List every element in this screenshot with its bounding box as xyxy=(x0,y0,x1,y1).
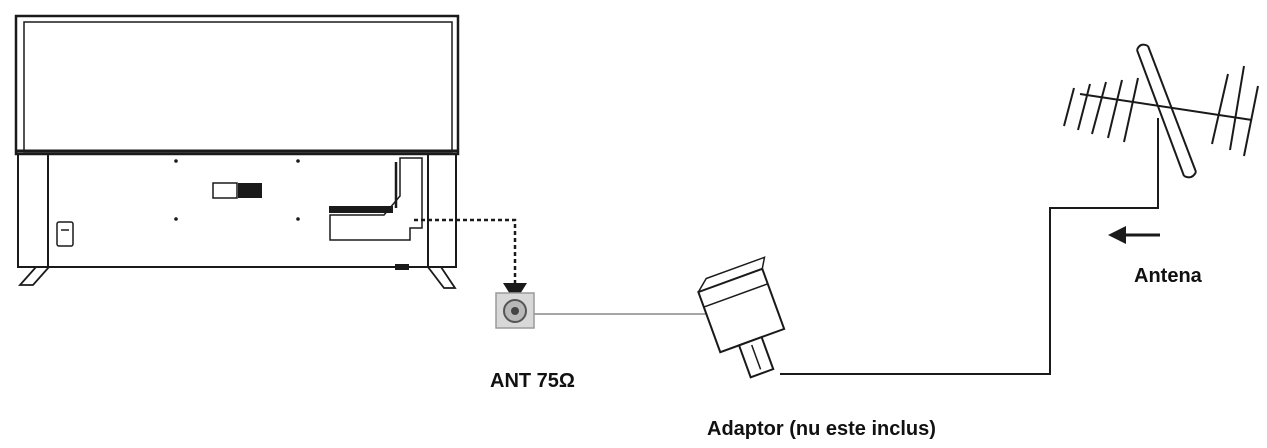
antenna-label: Antena xyxy=(1134,265,1202,287)
adaptor-plug-line xyxy=(750,344,762,370)
adaptor xyxy=(697,256,786,379)
tv-port-block-left xyxy=(212,182,238,199)
tv-bottom-tab xyxy=(395,264,409,270)
antenna-icon xyxy=(1063,43,1259,179)
tv-screen-inner xyxy=(23,21,453,153)
tv-screw-holes xyxy=(174,159,300,221)
tv-back-panel xyxy=(17,153,457,268)
adaptor-body xyxy=(697,267,786,354)
antenna-cable xyxy=(780,118,1159,375)
arrow-left-icon xyxy=(1108,226,1160,244)
antenna-elements xyxy=(1063,65,1259,157)
tv-right-foot xyxy=(426,266,457,289)
adaptor-top-edge xyxy=(703,283,768,308)
tv-port-block-right xyxy=(238,183,262,198)
ant-port xyxy=(495,292,535,329)
tv-io-connector-strip xyxy=(329,206,393,213)
antenna-dipole xyxy=(1136,43,1197,179)
tv-io-recess xyxy=(329,157,423,241)
antenna-boom xyxy=(1079,93,1253,121)
tv-screen-frame xyxy=(14,14,460,156)
adaptor-label: Adaptor (nu este inclus) xyxy=(707,418,936,440)
tv-left-foot xyxy=(17,266,52,286)
ant-port-label: ANT 75Ω xyxy=(490,370,575,392)
dashed-connection-line xyxy=(414,218,527,302)
adaptor-top-face xyxy=(697,256,766,293)
tv-rear xyxy=(14,14,460,289)
coax-socket-pin-icon xyxy=(511,307,519,315)
tv-power-socket xyxy=(56,221,74,247)
